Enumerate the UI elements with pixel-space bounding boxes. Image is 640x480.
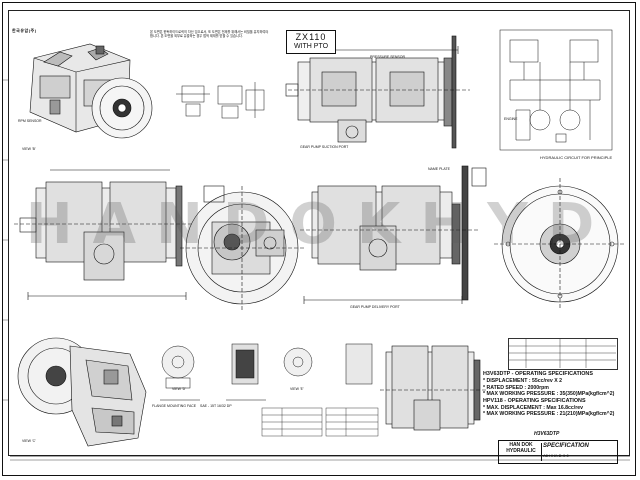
bottom-detail-views xyxy=(160,343,373,401)
name-plate-label: NAME PLATE xyxy=(428,167,450,171)
view-b-label: VIEW 'B' xyxy=(22,147,36,151)
spec-heading-main-pump: H3V63DTP - OPERATING SPECIFICATIONS xyxy=(483,371,593,377)
gear-pump-delivery-label: GEAR PUMP DELIVERY PORT xyxy=(350,305,400,309)
spec-heading-gear-pump: HPV118 - OPERATING SPECIFICATIONS xyxy=(483,397,586,404)
view-d-label: VIEW 'D' xyxy=(172,387,186,391)
pump-side-view-center-right xyxy=(300,165,487,304)
isometric-pump-top-left xyxy=(29,43,153,139)
view-c-label: VIEW 'C' xyxy=(22,439,36,443)
small-detail-views xyxy=(176,82,265,119)
spec-gear-pressure: * MAX WORKING PRESSURE : 21(210)MPa(kgf/… xyxy=(483,411,615,418)
pressure-sensor-label: PRESSURE SENSOR xyxy=(370,55,406,59)
left-margin-zone-marks xyxy=(2,79,8,401)
model-title-box: ZX110 WITH PTO xyxy=(286,30,336,54)
pump-side-view-top xyxy=(285,35,470,149)
title-block-model: H3V63DTP xyxy=(534,431,560,437)
revision-table-grid xyxy=(508,338,616,368)
spec-max-pressure: * MAX WORKING PRESSURE : 35(350)MPa(kgf/… xyxy=(483,391,615,398)
watermark: HANDOKHYD xyxy=(25,192,615,257)
title-block-company: HAN DOK HYDRAULIC xyxy=(501,442,542,461)
flange-end-view-right xyxy=(494,178,626,310)
drawing-frame xyxy=(8,10,630,456)
hydraulic-circuit-diagram xyxy=(499,29,613,151)
title-block: HAN DOK HYDRAULIC SPECIFICATION A3 HHA-D… xyxy=(498,440,618,464)
company-name-line2: HYDRAULIC xyxy=(506,447,536,454)
rpm-sensor-label: RPM SENSOR xyxy=(18,119,42,123)
spec-rated-speed: * RATED SPEED : 2000rpm xyxy=(483,384,549,391)
company-name-line1: HAN DOK xyxy=(509,442,533,448)
gear-pump-suction-label: GEAR PUMP SUCTION PORT xyxy=(300,145,349,149)
company-logo: 한국유압(주) xyxy=(12,28,37,33)
drawing-sheet-border xyxy=(2,2,636,476)
title-block-sheet-title: SPECIFICATION xyxy=(543,443,589,449)
flange-mounting-label: FLANGE MOUNTING FACE xyxy=(152,404,197,408)
port-tables xyxy=(261,407,379,437)
isometric-pump-bottom-left xyxy=(17,337,147,447)
pump-end-view-center xyxy=(180,185,306,312)
title-block-drawing-number: A3 HHA-D-0-0 xyxy=(543,453,569,458)
pump-front-view-left xyxy=(14,169,196,300)
model-title: ZX110 xyxy=(295,32,327,42)
hydraulic-circuit-title: HYDRAULIC CIRCUIT FOR PRINCIPLE xyxy=(540,155,613,160)
view-e-label: VIEW 'E' xyxy=(290,387,304,391)
spline-label: SAE - 15T 16/32 DP xyxy=(200,404,232,408)
operating-specifications: H3V63DTP - OPERATING SPECIFICATIONS * DI… xyxy=(483,371,614,418)
pump-elevation-bottom xyxy=(380,345,486,431)
spec-gear-displacement: * MAX. DISPLACEMENT : Max 16.8cc/rev xyxy=(483,404,584,411)
revision-table xyxy=(508,338,618,370)
model-subtitle: WITH PTO xyxy=(293,43,329,50)
engine-label: ENGINE xyxy=(504,117,518,121)
confidentiality-notice-korean: 본 도면은 한독하이드로릭의 자산 임으로서, 또 도면은 전제를 위해서는 비… xyxy=(150,30,269,39)
spec-displacement: * DISPLACEMENT : 55cc/rev X 2 xyxy=(483,377,562,384)
